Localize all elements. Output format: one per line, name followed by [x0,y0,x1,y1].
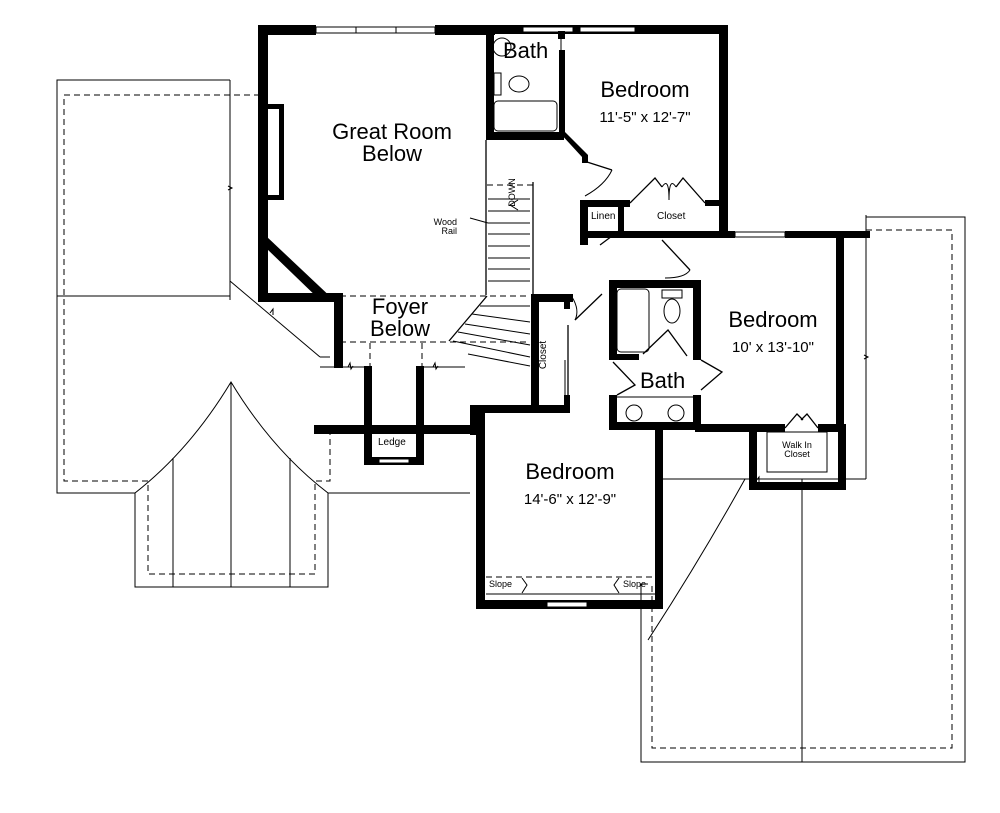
middle-bath-walls [609,239,724,430]
top-bath-label: Bath [503,38,549,63]
right-bedroom-size: 10' x 13'-10" [732,339,814,356]
great-room-walls [258,25,495,368]
top-bedroom-label: Bedroom 11'-5" x 12'-7" [580,79,710,126]
slope-right-label: Slope [623,579,647,589]
ledge-walls [314,366,474,465]
walk-in-closet-label: Walk In Closet [782,440,812,459]
right-bedroom-walls [620,231,870,490]
staircase[interactable] [448,140,534,367]
foyer-opening [320,295,530,371]
ledge-label: Ledge [378,437,406,448]
right-roof-outline [640,215,966,763]
stair-down-label: DOWN [506,178,517,207]
top-bedroom-size: 11'-5" x 12'-7" [599,109,691,126]
bottom-bedroom-walls [476,412,663,609]
middle-bath-label: Bath [640,368,686,393]
slope-left-label: Slope [489,579,513,589]
top-bedroom-walls [486,25,728,246]
stair-closet-walls [470,293,603,435]
stair-closet-label: Closet [538,340,550,370]
bottom-bedroom-size: 14'-6" x 12'-9" [523,491,617,508]
left-roof-outline [56,79,470,588]
linen-label: Linen [591,211,616,222]
foyer-label: Foyer Below [370,294,430,341]
wood-rail-label: Wood Rail [433,217,457,236]
great-room-label: Great Room Below [332,119,452,166]
bottom-bedroom-label: Bedroom 14'-6" x 12'-9" [505,461,635,508]
top-closet-label: Closet [657,211,686,222]
right-bedroom-label: Bedroom 10' x 13'-10" [708,309,838,356]
